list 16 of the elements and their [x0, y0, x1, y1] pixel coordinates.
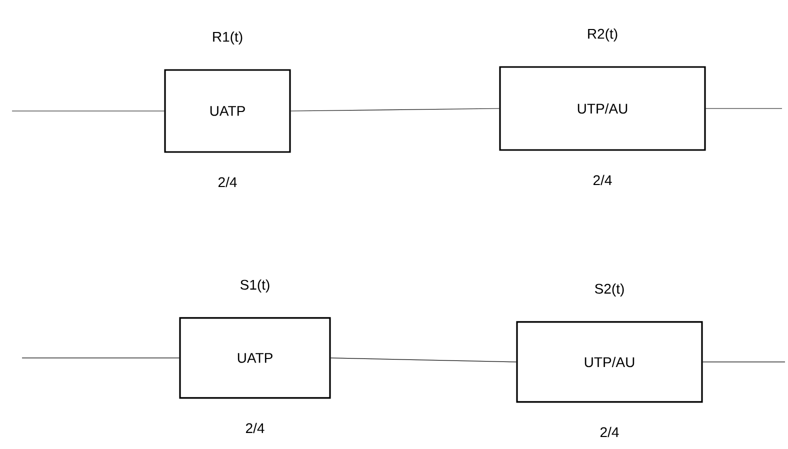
node-caption: R1(t) [213, 31, 242, 45]
process-box: UATP [179, 317, 331, 399]
node-caption: 2/4 [593, 174, 612, 186]
process-box: UTP/AU [516, 321, 703, 403]
connector-line [290, 108, 500, 112]
node-caption: 2/4 [218, 176, 237, 188]
node-caption: S2(t) [594, 283, 624, 296]
node-caption: 2/4 [246, 422, 264, 434]
connector-line [706, 108, 782, 109]
node-caption: S1(t) [240, 279, 270, 292]
connector-line [12, 110, 165, 112]
connector-line [330, 358, 516, 362]
node-caption: 2/4 [600, 426, 619, 438]
process-box: UTP/AU [499, 66, 706, 151]
process-box: UATP [164, 69, 291, 153]
node-caption: R2(t) [588, 28, 618, 42]
